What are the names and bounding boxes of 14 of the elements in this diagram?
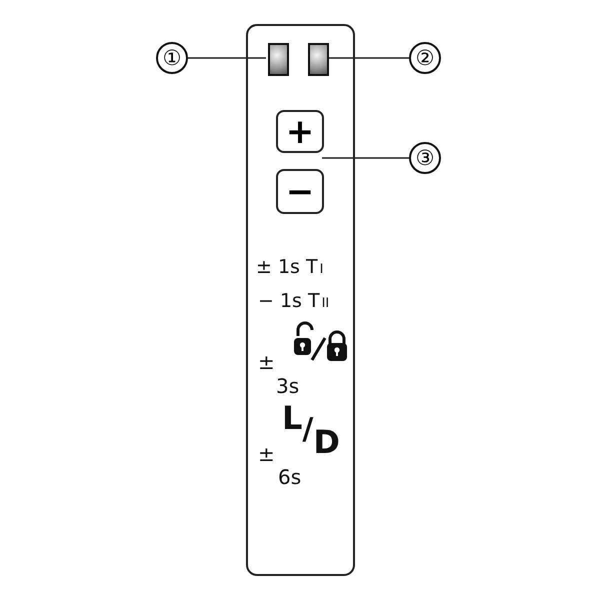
duration-text: 6s	[278, 467, 302, 487]
control-panel	[246, 24, 355, 576]
leader-line	[327, 57, 409, 59]
plus-minus-sign: ±	[258, 444, 275, 464]
callout-number: ③	[409, 142, 441, 174]
leader-line	[188, 57, 266, 59]
indicator-light	[268, 43, 289, 76]
push-button: −	[276, 169, 324, 214]
plus-minus-sign: ±	[258, 352, 275, 372]
indicator-light	[308, 43, 329, 76]
callout-number: ①	[156, 42, 188, 74]
callout-number: ②	[409, 42, 441, 74]
push-button: +	[276, 110, 324, 153]
duration-text: 3s	[276, 376, 300, 396]
